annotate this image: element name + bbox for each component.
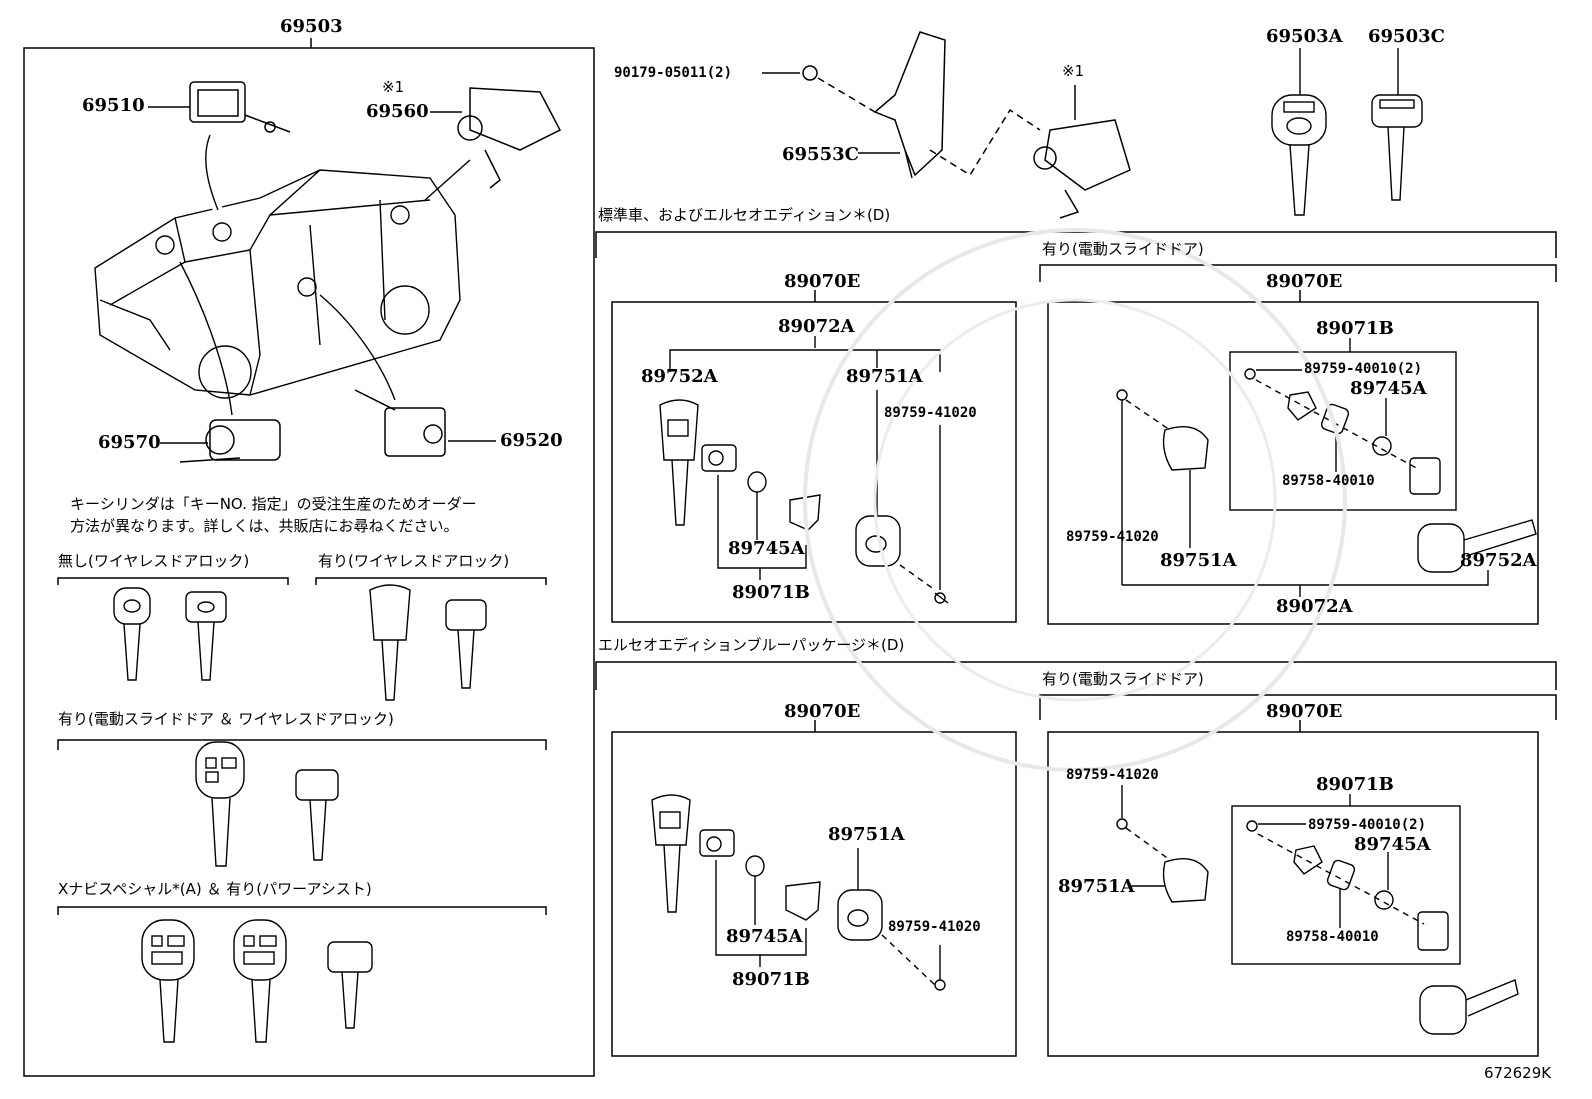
s2r-cover: 89751A [1058, 876, 1135, 897]
group-with-wireless: 有り(ワイヤレスドアロック) [318, 552, 510, 570]
s1-left-internals [659, 336, 949, 604]
s1l-screw: 89759-41020 [884, 405, 977, 421]
s2-left-internals [651, 794, 946, 991]
key-group-no-wireless [113, 587, 227, 681]
door-cylinder-69560 [457, 87, 562, 189]
s1r-cover: 89751A [1160, 550, 1237, 571]
label-69560: 69560 [366, 101, 429, 122]
s1l-assy: 89072A [778, 316, 855, 337]
lock-actuator-69510 [189, 81, 291, 133]
s2l-unit: 89071B [732, 969, 810, 990]
s1r-head: 89070E [1266, 271, 1343, 292]
bracket-assembly [762, 31, 1131, 219]
s1l-head: 89070E [784, 271, 861, 292]
label-69553C: 69553C [782, 144, 859, 165]
key-group-with-wireless [369, 584, 487, 701]
section2-sub-right: 有り(電動スライドドア) [1042, 670, 1204, 688]
label-90179-05011: 90179-05011(2) [614, 65, 733, 81]
s2l-screw: 89759-41020 [888, 919, 981, 935]
s2r-battery: 89745A [1354, 834, 1431, 855]
reference-code: 672629K [1484, 1064, 1552, 1082]
section1-sub-right: 有り(電動スライドドア) [1042, 240, 1204, 258]
s2r-case: 89758-40010 [1286, 929, 1379, 945]
note-line-2: 方法が異なります。詳しくは、共販店にお尋ねください。 [70, 517, 459, 535]
s2r-screw: 89759-41020 [1066, 767, 1159, 783]
note-line-1: キーシリンダは「キーNO. 指定」の受注生産のためオーダー [70, 495, 477, 513]
s1r-key: 89752A [1460, 550, 1537, 571]
s2l-battery: 89745A [726, 926, 803, 947]
s2-right-internals [1116, 785, 1519, 1035]
note-mark-top: ※1 [1062, 62, 1085, 80]
s1r-screw: 89759-41020 [1066, 529, 1159, 545]
label-69503: 69503 [280, 16, 343, 37]
s2l-head: 89070E [784, 701, 861, 722]
s1l-battery: 89745A [728, 538, 805, 559]
s1l-key: 89752A [641, 366, 718, 387]
section2-title: エルセオエディションブルーパッケージ＊(D) [598, 636, 905, 654]
s1r-case: 89758-40010 [1282, 473, 1375, 489]
key-group-xnavi [141, 919, 373, 1043]
key-group-power-slide [195, 741, 339, 867]
s2r-screw2: 89759-40010(2) [1308, 817, 1427, 833]
s1-right-internals [1116, 338, 1537, 597]
s1r-assy: 89072A [1276, 596, 1353, 617]
s1r-screw2: 89759-40010(2) [1304, 361, 1423, 377]
label-69520: 69520 [500, 430, 563, 451]
group-power-slide-wireless: 有り(電動スライドドア ＆ ワイヤレスドアロック) [58, 710, 394, 728]
s2l-cover: 89751A [828, 824, 905, 845]
s2r-head: 89070E [1266, 701, 1343, 722]
s1l-unit: 89071B [732, 582, 810, 603]
top-keys [1271, 48, 1423, 216]
group-xnavi: Xナビスペシャル*(A) ＆ 有り(パワーアシスト) [58, 880, 372, 898]
ignition-cylinder-69570 [179, 419, 281, 463]
label-69510: 69510 [82, 95, 145, 116]
s2r-unit: 89071B [1316, 774, 1394, 795]
label-69503C: 69503C [1368, 26, 1445, 47]
s1r-unit: 89071B [1316, 318, 1394, 339]
section1-title: 標準車、およびエルセオエディション＊(D) [598, 206, 891, 224]
group-no-wireless: 無し(ワイヤレスドアロック) [58, 552, 250, 570]
note-mark-69560: ※1 [382, 78, 405, 96]
s1r-battery: 89745A [1350, 378, 1427, 399]
label-69570: 69570 [98, 432, 161, 453]
label-69503A: 69503A [1266, 26, 1343, 47]
s1l-cover: 89751A [846, 366, 923, 387]
lock-actuator-69520 [354, 389, 446, 457]
van-illustration [94, 133, 471, 416]
